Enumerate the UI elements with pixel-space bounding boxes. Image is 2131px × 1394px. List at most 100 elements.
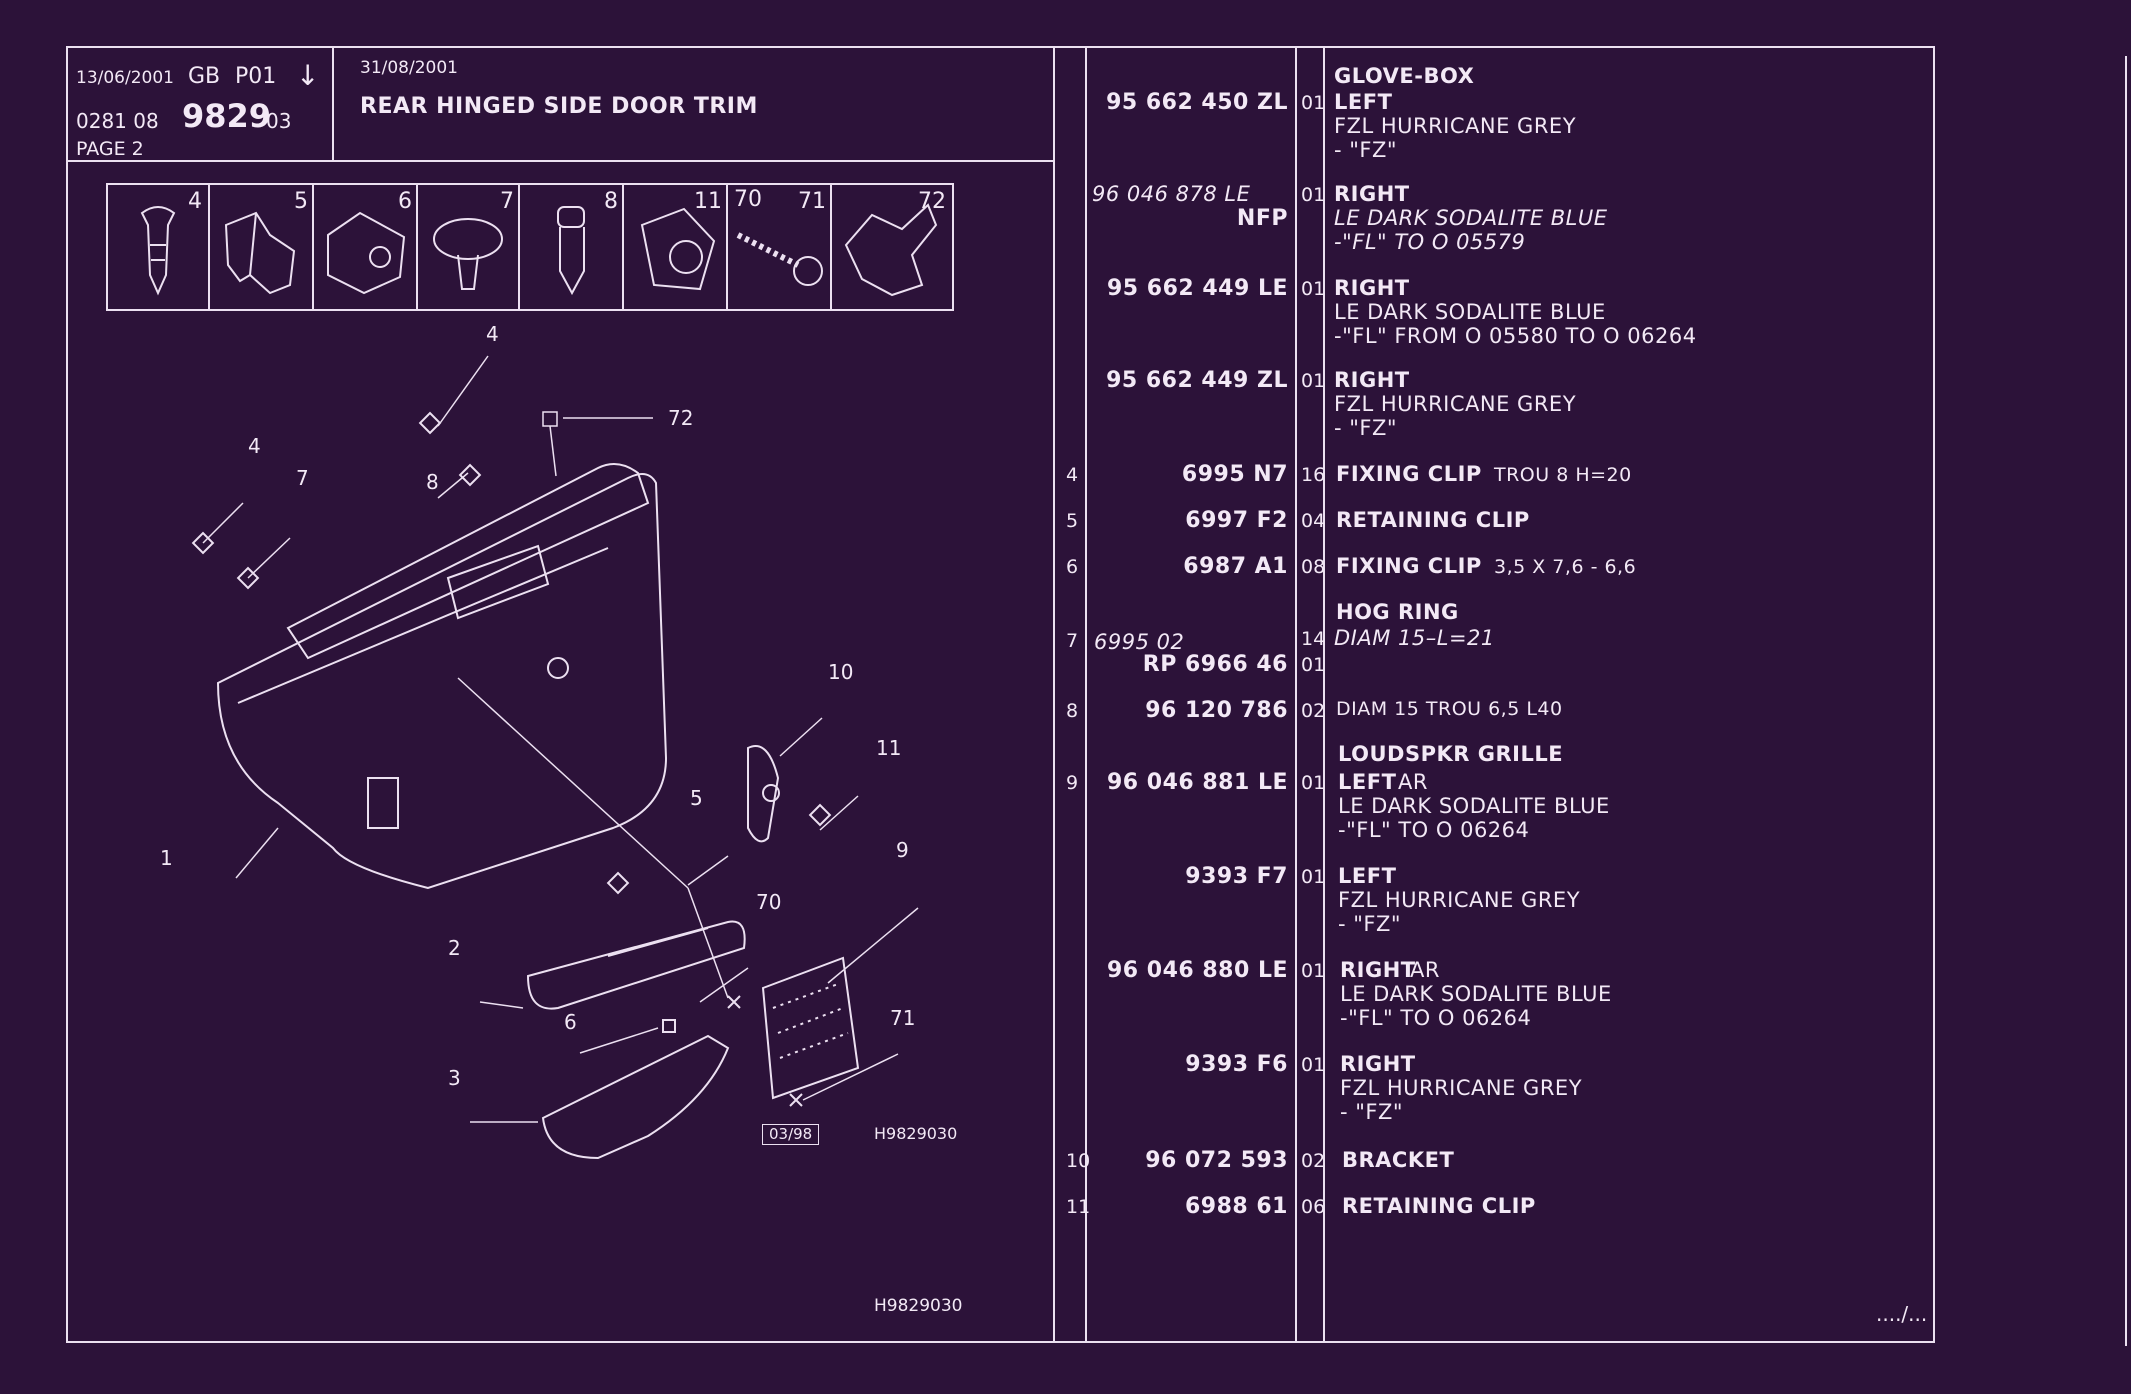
- callout-4b: 4: [248, 434, 261, 458]
- thumbnail-label: 7: [500, 189, 514, 214]
- callout-5: 5: [690, 786, 703, 810]
- fixing-clip-icon: [140, 206, 176, 296]
- parts-sheet: 13/06/2001 GB P01 ↓ 0281 08 9829 03 PAGE…: [66, 46, 1935, 1343]
- header-ref-suffix: 03: [266, 109, 292, 133]
- thumbnail-clip-5: 5: [208, 185, 314, 309]
- part-number: 6997 F2: [1185, 508, 1288, 533]
- callout-7: 7: [296, 466, 309, 490]
- part-qty: 01: [1301, 184, 1326, 206]
- part-name: FIXING CLIP: [1336, 554, 1482, 578]
- bracket-10: [747, 745, 780, 843]
- ref-col-divider: [1085, 48, 1087, 1341]
- thumbnail-hog-ring-7: 7: [416, 185, 520, 309]
- part-line: FZL HURRICANE GREY: [1338, 888, 1581, 912]
- part-name: RIGHT: [1334, 182, 1410, 206]
- part-group-title: GLOVE-BOX: [1334, 64, 1475, 88]
- part-line: -"FL" TO O 05579: [1334, 230, 1526, 254]
- part-line: - "FZ": [1338, 912, 1402, 936]
- callout-1: 1: [160, 846, 173, 870]
- callout-3: 3: [448, 1066, 461, 1090]
- part-qty: 01: [1301, 1054, 1326, 1076]
- part-ref: 11: [1066, 1196, 1091, 1218]
- part-name: RIGHT: [1334, 368, 1410, 392]
- part-name-extra: 3,5 X 7,6 - 6,6: [1494, 556, 1637, 578]
- part-line: FZL HURRICANE GREY: [1334, 392, 1577, 416]
- part-qty: 01: [1301, 92, 1326, 114]
- part-name-extra: TROU 8 H=20: [1494, 464, 1632, 486]
- thumbnail-clip-6: 6: [312, 185, 418, 309]
- part-number: 95 662 449 LE: [1107, 276, 1288, 301]
- part-name-extra: AR: [1398, 770, 1428, 794]
- part-ref: 7: [1066, 630, 1079, 652]
- thumbnail-label: 5: [294, 189, 308, 214]
- main-col-divider: [1053, 48, 1055, 1341]
- callout-70: 70: [756, 890, 782, 914]
- part-qty-secondary: 01: [1301, 654, 1326, 676]
- header-divider: [68, 160, 1053, 162]
- arrow-down-icon: ↓: [296, 59, 320, 92]
- header-ref-main: 9829: [182, 97, 272, 135]
- part-name: LEFT: [1334, 90, 1393, 114]
- part-line: -"FL" TO O 06264: [1338, 818, 1530, 842]
- callout-9: 9: [896, 838, 909, 862]
- part-name: FIXING CLIP: [1336, 462, 1482, 486]
- part-qty: 02: [1301, 700, 1326, 722]
- part-number: 6995 N7: [1181, 462, 1288, 487]
- thumbnail-label: 4: [188, 189, 202, 214]
- retaining-clip-icon: [224, 211, 296, 295]
- part-number: 96 046 880 LE: [1107, 958, 1288, 983]
- speaker-grille-9: [761, 956, 860, 1100]
- part-qty: 02: [1301, 1150, 1326, 1172]
- x-markers: [727, 995, 803, 1107]
- thumbnail-label: 71: [798, 189, 826, 214]
- thumbnail-label: 6: [398, 189, 412, 214]
- part-qty: 01: [1301, 866, 1326, 888]
- part-number: 96 046 881 LE: [1107, 770, 1288, 795]
- door-panel: [216, 463, 668, 890]
- part-group-title: LOUDSPKR GRILLE: [1338, 742, 1564, 766]
- part-qty: 08: [1301, 556, 1326, 578]
- callout-8: 8: [426, 470, 439, 494]
- header-lang: GB: [188, 64, 221, 89]
- part-name: RIGHT: [1340, 1052, 1416, 1076]
- part-line: LE DARK SODALITE BLUE: [1340, 982, 1612, 1006]
- hog-ring-icon: [433, 218, 503, 290]
- part-number: 6988 61: [1184, 1194, 1288, 1219]
- part-line: LE DARK SODALITE BLUE: [1334, 206, 1608, 230]
- diamond-markers: [191, 411, 832, 1033]
- part-number: 9393 F6: [1185, 1052, 1288, 1077]
- thumbnail-label: 8: [604, 189, 618, 214]
- part-ref: 5: [1066, 510, 1079, 532]
- retaining-nut-icon: [640, 207, 716, 291]
- part-line: - "FZ": [1334, 416, 1398, 440]
- part-line: - "FZ": [1334, 138, 1398, 162]
- callout-72: 72: [668, 406, 694, 430]
- part-ref: 9: [1066, 772, 1079, 794]
- thumbnail-screw-70-71: 70 71: [726, 185, 832, 309]
- header-date1: 13/06/2001: [76, 68, 174, 88]
- part-qty: 01: [1301, 772, 1326, 794]
- fixing-clip-block-icon: [327, 211, 406, 295]
- callout-6: 6: [564, 1010, 577, 1034]
- part-ref: 10: [1066, 1150, 1091, 1172]
- part-alt-number: 6995 02: [1094, 630, 1185, 654]
- header-page: PAGE 2: [76, 138, 144, 160]
- qty-col-divider-right: [1323, 48, 1325, 1341]
- qty-col-divider-left: [1295, 48, 1297, 1341]
- part-number: RP 6966 46: [1142, 652, 1288, 677]
- thumbnail-nut-11: 11: [622, 185, 728, 309]
- part-ref: 8: [1066, 700, 1079, 722]
- thumbnail-label: 11: [694, 189, 722, 214]
- part-qty: 16: [1301, 464, 1326, 486]
- thumbnail-strip: 4 5 6 7 8 11 70 71 72: [106, 183, 954, 311]
- diagram-ref: H9829030: [874, 1124, 958, 1143]
- part-name: RIGHT: [1334, 276, 1410, 300]
- part-name: RIGHT: [1340, 958, 1416, 982]
- part-number: NFP: [1236, 206, 1288, 231]
- thumbnail-bracket-72: 72: [830, 185, 952, 309]
- part-line: -"FL" TO O 06264: [1340, 1006, 1532, 1030]
- thumbnail-label: 72: [918, 189, 946, 214]
- part-line: - "FZ": [1340, 1100, 1404, 1124]
- continuation-marker: ..../...: [1876, 1302, 1928, 1326]
- callout-71: 71: [890, 1006, 916, 1030]
